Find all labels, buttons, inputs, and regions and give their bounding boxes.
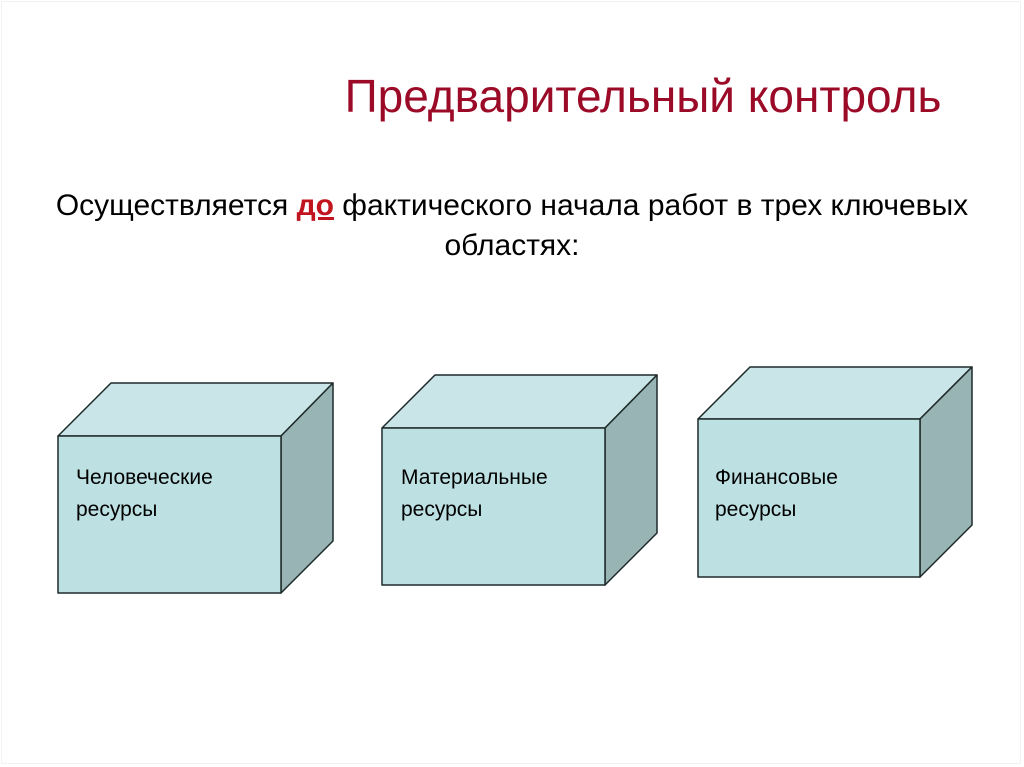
cube-label-line1: Материальные	[401, 466, 548, 489]
cube-financial-resources	[697, 366, 973, 578]
cube-label-line2: ресурсы	[76, 498, 158, 521]
cube-label-line1: Финансовые	[715, 466, 838, 489]
cube-label-human: Человеческие ресурсы	[76, 462, 213, 526]
cube-label-financial: Финансовые ресурсы	[715, 462, 838, 526]
slide-title: Предварительный контроль	[344, 70, 942, 122]
slide-subtitle: Осуществляется до фактического начала ра…	[40, 186, 984, 266]
subtitle-text-before: Осуществляется	[55, 189, 297, 222]
cube-label-line2: ресурсы	[401, 498, 483, 521]
subtitle-emphasis: до	[296, 189, 334, 222]
cube-label-line1: Человеческие	[76, 466, 213, 489]
cube-label-line2: ресурсы	[715, 498, 797, 521]
cube-front-face	[381, 427, 606, 586]
cube-label-material: Материальные ресурсы	[401, 462, 548, 526]
cube-human-resources	[57, 382, 334, 594]
subtitle-text-after: фактического начала работ в трех ключевы…	[333, 189, 969, 262]
cube-front-face	[57, 435, 282, 594]
cube-front-face	[697, 418, 921, 578]
cube-material-resources	[381, 374, 658, 586]
